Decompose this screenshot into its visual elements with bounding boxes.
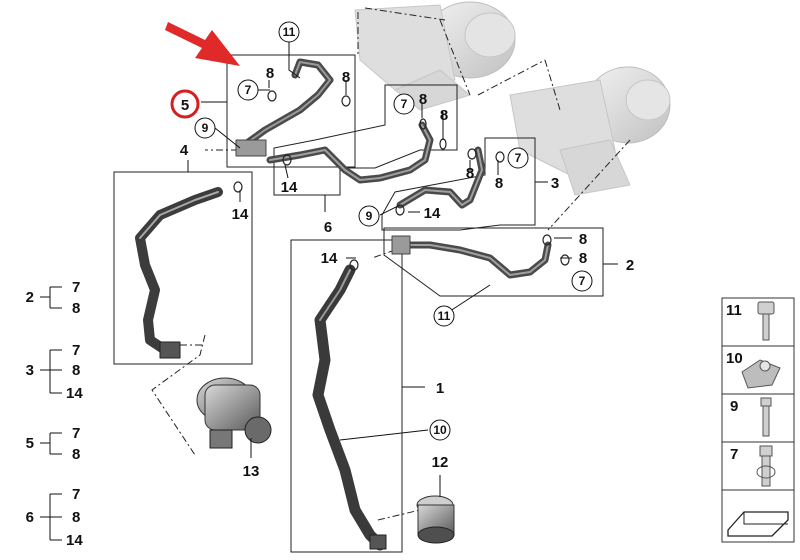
callout-10: 10 [433,423,447,437]
callout-5-highlight: 5 [181,97,189,114]
callout-12: 12 [432,454,449,471]
legend-part-9: 9 [730,398,738,415]
callout-14-b: 14 [232,206,249,223]
hose-1 [312,264,387,551]
callout-3: 3 [551,175,559,192]
callouts-circled: 11 5 9 7 7 7 9 7 11 10 [175,21,593,441]
set-legend [40,286,62,541]
callout-8-g: 8 [579,231,587,248]
water-pump-13 [196,377,272,449]
callout-8-d: 8 [440,107,448,124]
parts-legend: 11 10 9 7 [721,297,795,543]
set-6-item-3: 14 [66,532,83,549]
clip-10-icon [741,359,781,389]
hose-6 [266,121,434,184]
set-6-item-2: 8 [72,509,80,526]
highlight-ring [170,89,200,119]
hose-5 [235,58,334,157]
set-5-item-1: 7 [72,425,80,442]
callout-8-e: 8 [466,165,474,182]
callout-8-a: 8 [266,65,274,82]
hose-3 [396,146,486,209]
callout-7-c: 7 [515,151,522,165]
set-3-item-2: 8 [72,362,80,379]
turbocharger-lower [509,66,671,196]
callout-7-a: 7 [245,83,252,97]
leader-lines [187,42,618,497]
red-arrow-icon [165,22,240,66]
callout-14-a: 14 [281,179,298,196]
set-2-item-2: 8 [72,300,80,317]
set-6-id: 6 [26,509,34,526]
bolt-9-icon [760,397,772,437]
bolt-11-icon [757,301,775,341]
set-3-item-3: 14 [66,385,83,402]
o-rings [233,90,570,271]
callout-1: 1 [436,380,444,397]
set-3-id: 3 [26,362,34,379]
legend-part-11: 11 [726,302,742,319]
callout-8-h: 8 [579,250,587,267]
callout-8-f: 8 [495,175,503,192]
callout-4: 4 [180,142,189,159]
callout-9-lower: 9 [366,209,373,223]
set-6-item-1: 7 [72,486,80,503]
callout-8-b: 8 [342,69,350,86]
set-3-item-1: 7 [72,342,80,359]
callout-9-upper: 9 [202,121,209,135]
callout-7-d: 7 [579,274,586,288]
callout-8-c: 8 [419,91,427,108]
set-5-id: 5 [26,435,34,452]
callout-14-c: 14 [424,205,441,222]
legend-part-10: 10 [726,350,743,367]
set-2-item-1: 7 [72,279,80,296]
reference-lines [151,7,631,521]
callout-13: 13 [243,463,260,480]
set-5-item-2: 8 [72,446,80,463]
hose-4 [135,187,223,359]
set-legend-labels: 2 7 8 3 7 8 14 5 7 8 6 7 8 14 [26,279,84,549]
callout-2: 2 [626,257,634,274]
auxiliary-pump-12 [416,495,455,544]
banjo-bolt-7-icon [756,445,776,487]
turbocharger-upper [354,1,516,111]
legend-part-7: 7 [730,446,738,463]
hose-2 [391,235,552,279]
callouts-plain: 8 8 8 8 4 14 14 6 8 8 3 14 8 8 2 14 1 12… [180,65,634,480]
callout-11-top: 11 [283,25,296,39]
callout-14-d: 14 [321,250,338,267]
callout-11-lower: 11 [438,309,451,323]
set-2-id: 2 [26,289,34,306]
callout-7-b: 7 [401,97,408,111]
callout-6: 6 [324,219,332,236]
